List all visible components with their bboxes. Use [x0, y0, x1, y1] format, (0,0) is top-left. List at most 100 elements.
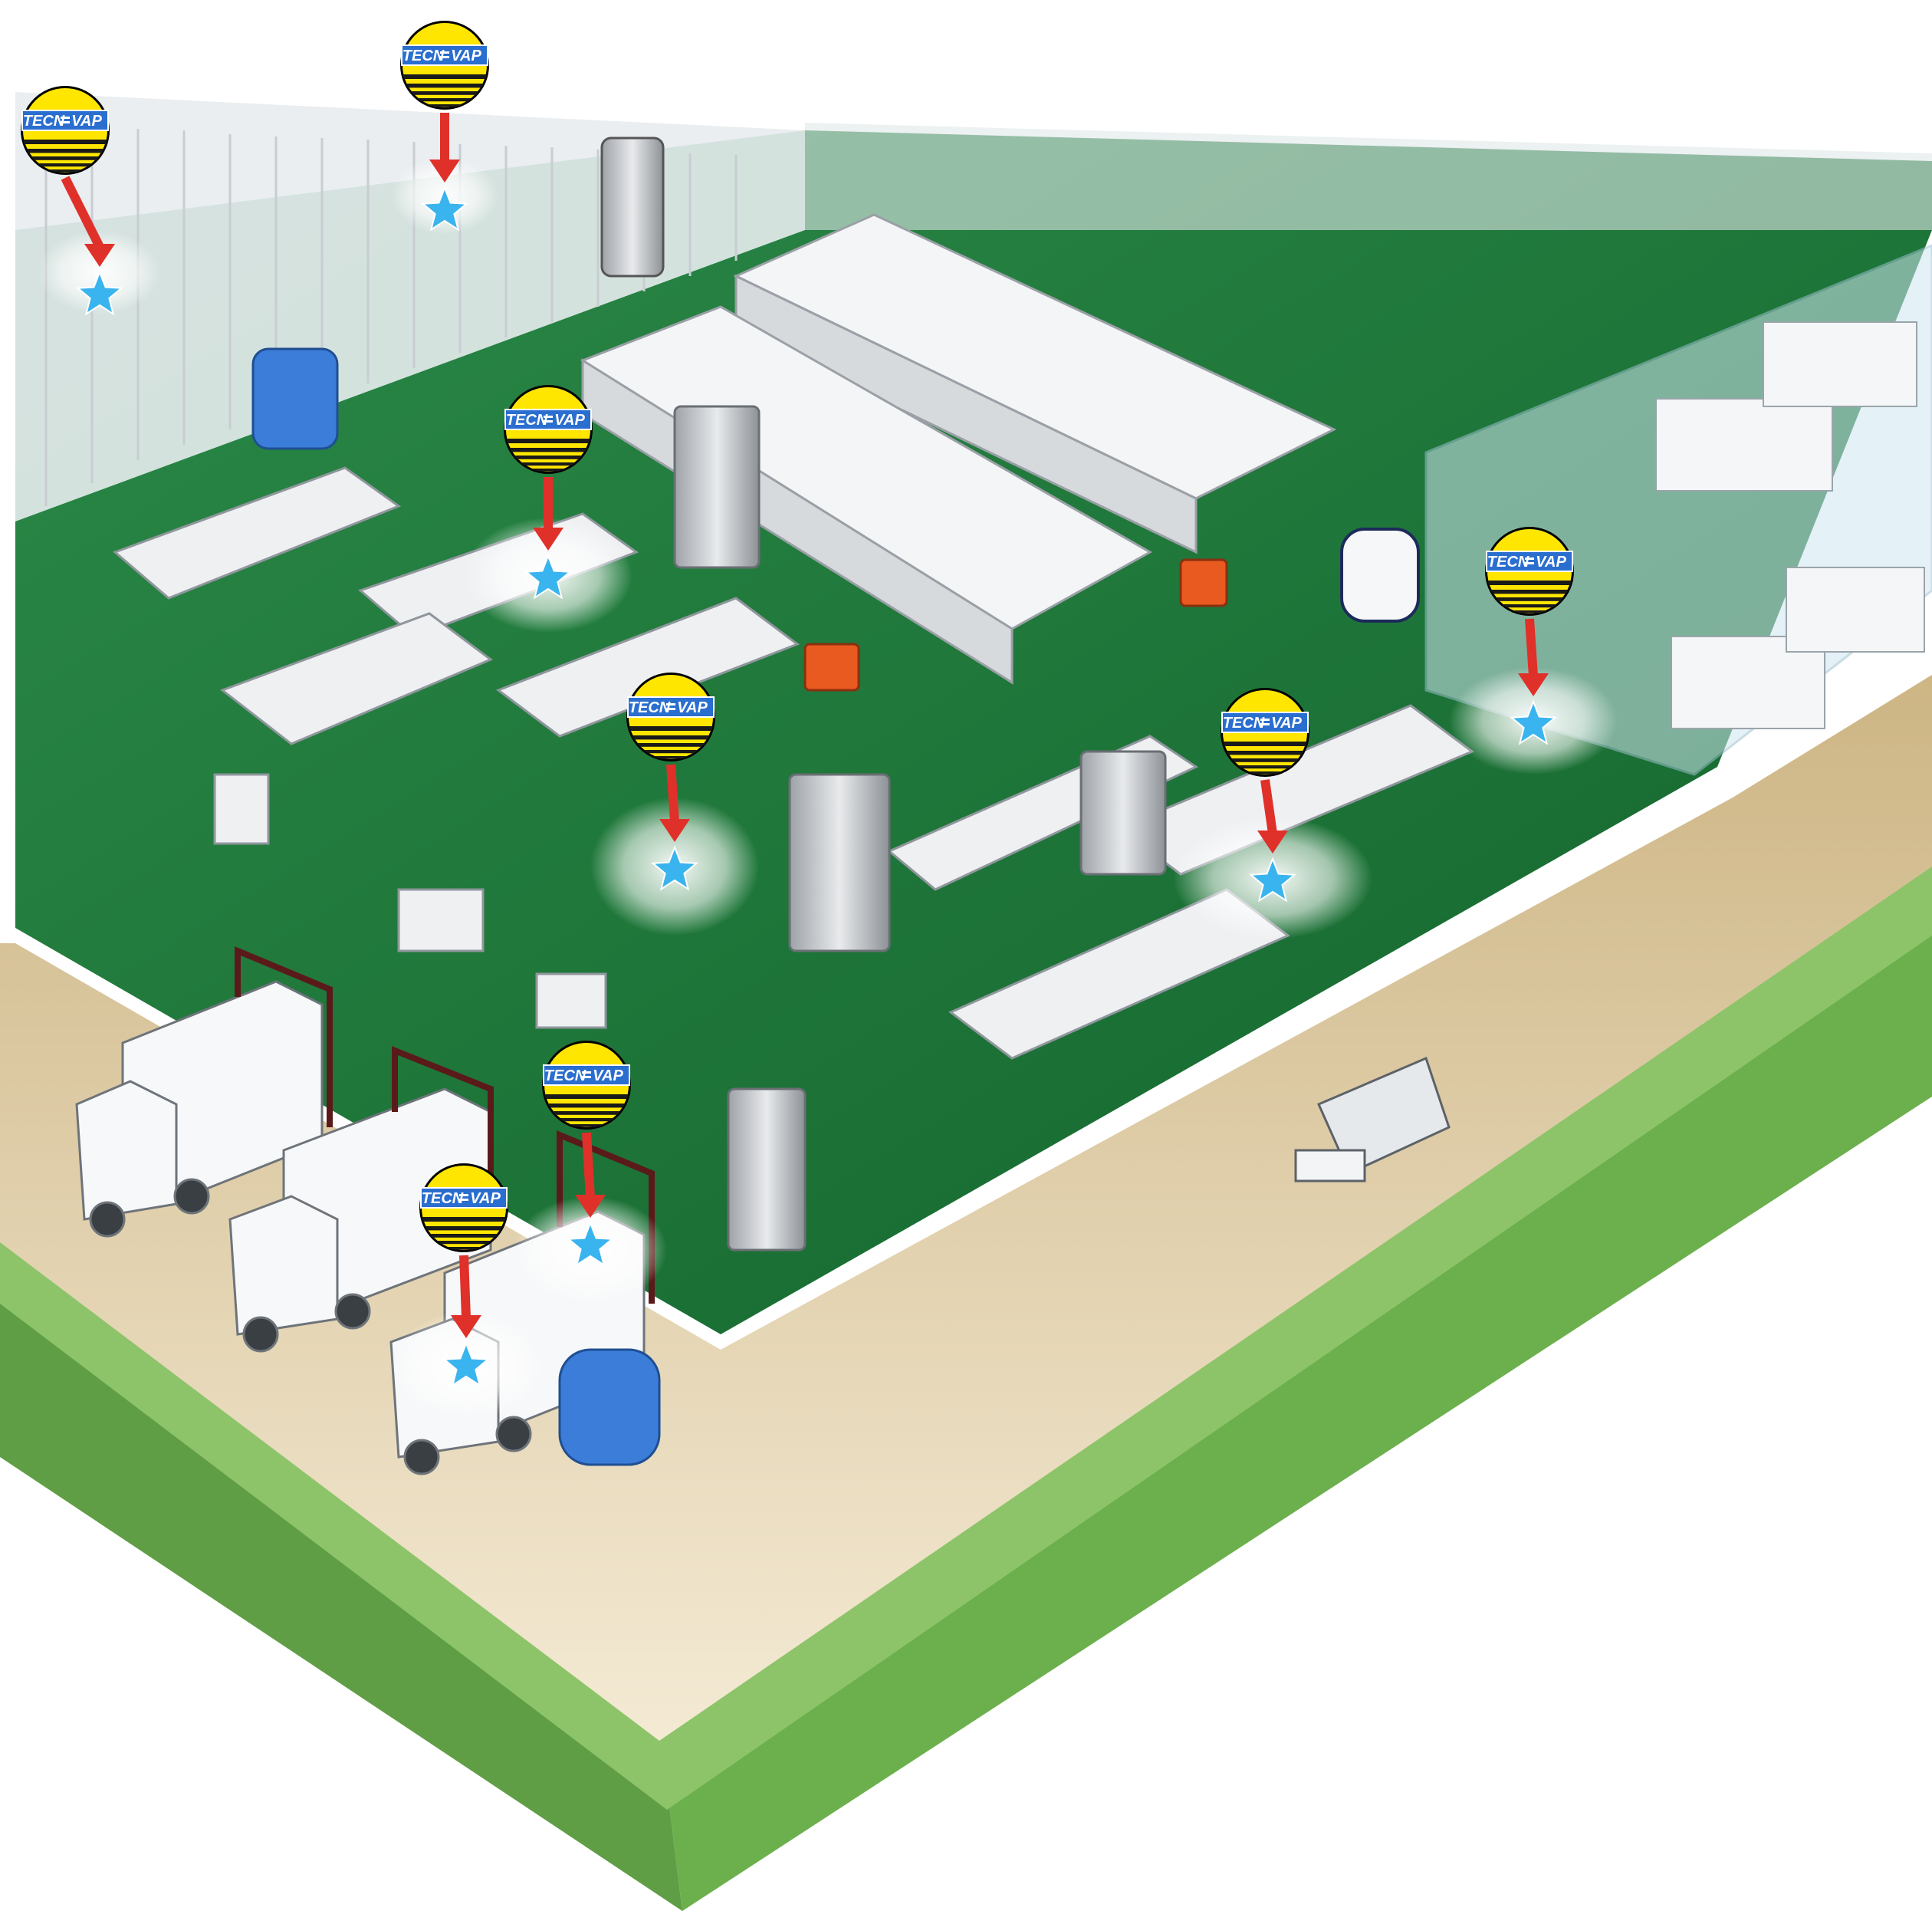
arrow-shaft: [1525, 618, 1538, 677]
badge-stripe: [402, 91, 488, 95]
badge-plate: [543, 1064, 630, 1086]
arrow-down-icon: [84, 244, 115, 267]
truck-2: [228, 1087, 492, 1353]
logo-separator: [544, 416, 553, 418]
badge-stripes: [628, 726, 714, 759]
logo-separator: [582, 1071, 591, 1074]
arrow-shaft: [61, 176, 104, 249]
tecnovap-logo-badge: TECN VAP: [400, 21, 489, 110]
badge-stripe: [402, 74, 488, 79]
star-icon: [442, 1341, 491, 1387]
logo-separator: [440, 51, 449, 54]
logo-separator: [459, 1199, 468, 1201]
arrow-down-icon: [451, 1315, 481, 1338]
badge-stripe: [22, 156, 108, 160]
badge-stripe: [402, 98, 488, 102]
arrow-down-icon: [575, 1195, 606, 1218]
badge-stripe: [421, 1241, 507, 1245]
badge-stripe: [421, 1226, 507, 1231]
badge-stripe: [421, 1234, 507, 1238]
tecnovap-callout: TECN VAP: [400, 21, 489, 232]
wall-slats: [44, 123, 738, 506]
badge-stripe: [544, 1104, 629, 1108]
arrow-shaft: [1260, 779, 1277, 834]
hedge-border-right: [667, 905, 1932, 1911]
badge-stripes: [1222, 742, 1308, 775]
star-icon: [75, 270, 124, 316]
logo-text-left: TECN: [1487, 554, 1530, 571]
badge-stripe: [1487, 604, 1572, 608]
badge-stripe: [1487, 597, 1572, 601]
arrow-shaft: [582, 1132, 595, 1199]
badge-stripe: [1222, 771, 1308, 775]
logo-separator: [459, 1194, 468, 1196]
tecnovap-logo-badge: TECN VAP: [1485, 527, 1574, 616]
badge-stripe: [402, 84, 488, 88]
logo-separator: [1525, 558, 1534, 560]
road: [0, 675, 1932, 1741]
star-icon: [1248, 857, 1297, 903]
logo-text-left: TECN: [1223, 715, 1265, 732]
badge-stripe: [1487, 581, 1572, 585]
logo-separator: [666, 703, 675, 706]
badge-stripe: [1222, 742, 1308, 746]
logo-text-left: TECN: [629, 699, 671, 716]
badge-stripe: [505, 439, 591, 443]
arrow-down-icon: [1518, 673, 1549, 696]
badge-stripe: [544, 1124, 629, 1127]
badge-stripe: [402, 104, 488, 107]
badge-plate: [627, 696, 715, 718]
badge-stripe: [505, 448, 591, 452]
tunnel-line-upper: [733, 213, 1337, 554]
logo-text-right: VAP: [593, 1067, 623, 1084]
logo-text-right: VAP: [470, 1190, 501, 1207]
badge-stripe: [1487, 610, 1572, 613]
badge-stripe: [628, 756, 714, 759]
arrow-down-icon: [429, 160, 460, 183]
badge-stripe: [22, 140, 108, 144]
logo-separator: [544, 420, 553, 423]
steam-cleaners: [251, 136, 1420, 1466]
logo-text-left: TECN: [402, 48, 445, 64]
logo-text-right: VAP: [71, 113, 102, 130]
badge-stripe: [1487, 590, 1572, 594]
logo-text-left: TECN: [506, 412, 548, 429]
badge-stripe: [505, 456, 591, 459]
badge-stripe: [628, 726, 714, 731]
badge-plate: [21, 110, 109, 131]
badge-stripe: [22, 169, 108, 173]
arrow-down-icon: [659, 819, 690, 842]
tecnovap-callout: TECN VAP: [1485, 527, 1574, 745]
badge-stripe: [1222, 751, 1308, 755]
arrow-shaft: [459, 1255, 471, 1319]
badge-plate: [504, 409, 592, 430]
logo-text-right: VAP: [451, 48, 481, 64]
logo-separator: [440, 56, 449, 58]
star-icon: [524, 554, 573, 600]
badge-stripe: [421, 1247, 507, 1250]
logo-separator: [1525, 562, 1534, 564]
logo-text-right: VAP: [1536, 554, 1566, 571]
truck-1: [75, 980, 324, 1238]
back-wall-right: [805, 123, 1932, 230]
badge-stripe: [22, 163, 108, 167]
badge-plate: [420, 1187, 508, 1209]
star-icon: [420, 186, 469, 232]
badge-stripe: [628, 743, 714, 747]
badge-stripe: [505, 462, 591, 466]
arrow-shaft: [666, 764, 679, 823]
logo-separator: [1260, 719, 1270, 721]
badge-plate: [1221, 712, 1309, 733]
badge-stripes: [1487, 581, 1572, 613]
